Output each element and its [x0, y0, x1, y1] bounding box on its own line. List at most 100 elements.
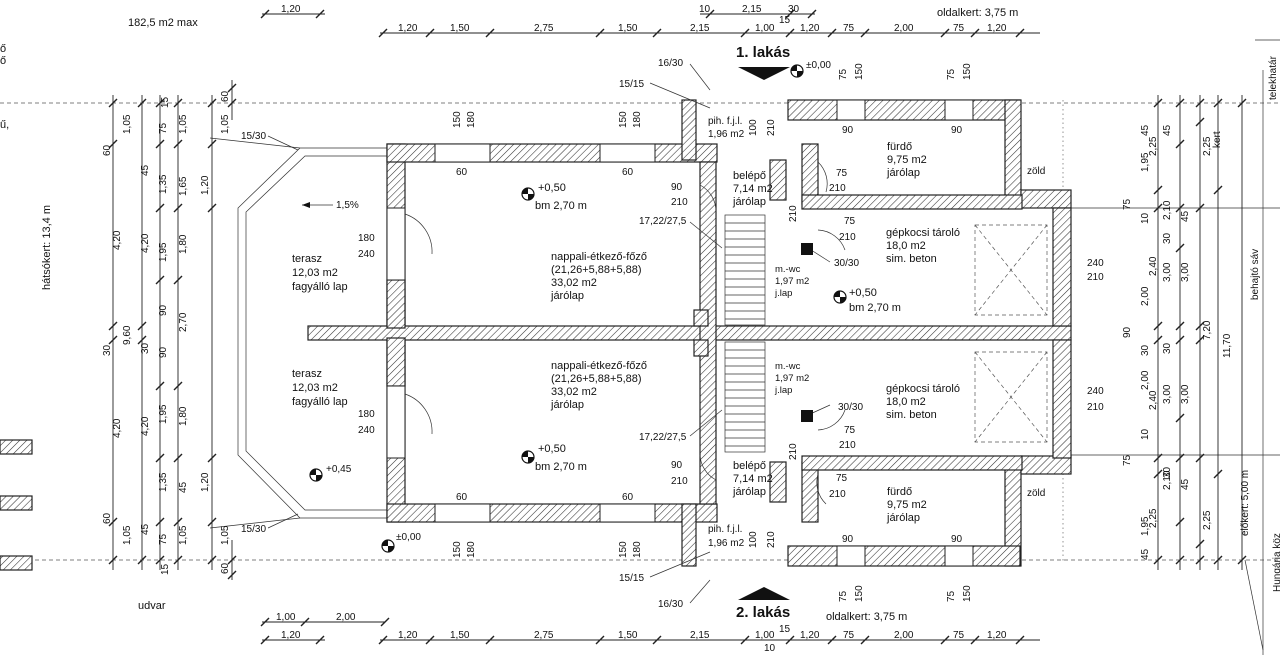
win-180-3: 180	[466, 541, 477, 558]
garage-door-240-2: 240	[1087, 386, 1104, 397]
setback-lines	[0, 39, 1280, 655]
garage-door-240-1: 240	[1087, 258, 1104, 269]
garage-2-area: 18,0 m2	[886, 396, 926, 408]
bath-2-floor: járólap	[886, 512, 920, 524]
rc-8: 2,10	[1162, 470, 1173, 490]
rf-1: 11,70	[1222, 333, 1233, 358]
window-60-4: 60	[622, 492, 634, 503]
top-extra-4: 30	[788, 4, 800, 15]
garage-in-210-2: 210	[839, 440, 856, 451]
window-60-2: 60	[622, 167, 634, 178]
bottom-dim-7: 1,20	[800, 630, 820, 641]
building-walls	[307, 99, 1072, 567]
wc-1-floor: j.lap	[774, 288, 792, 299]
level-garage: +0,50	[849, 287, 877, 299]
mark-15-30-top: 15/30	[241, 131, 266, 142]
door-swings	[404, 161, 846, 505]
wc-2-name: m.-wc	[775, 361, 801, 372]
entry-2-area: 7,14 m2	[733, 473, 773, 485]
top-dim-3: 2,75	[534, 23, 554, 34]
window-60-1: 60	[456, 167, 468, 178]
side-garden-bottom: oldalkert: 3,75 m	[826, 611, 907, 623]
rc-3: 30	[1162, 232, 1173, 244]
level-zero-top: ±0,00	[806, 60, 831, 71]
bottom-dim-10: 75	[953, 630, 965, 641]
unit-1-title: 1. lakás	[736, 44, 790, 61]
top-dim-11: 1,20	[987, 23, 1007, 34]
front-garden-label: előkert: 5,00 m	[1240, 470, 1251, 536]
rb-7: 10	[1140, 428, 1151, 440]
lc-1: 75	[158, 122, 169, 134]
garage-1-area: 18,0 m2	[886, 240, 926, 252]
mark-15-15-top: 15/15	[619, 79, 644, 90]
living-2-area: 33,02 m2	[551, 386, 597, 398]
rb-6: 2,00	[1140, 370, 1151, 390]
window-60-3: 60	[456, 492, 468, 503]
pantry-2-area: 1,96 m2	[708, 538, 745, 549]
pantry-1-name: pih. f.j.l.	[708, 116, 742, 127]
garage-in-75-2: 75	[844, 425, 856, 436]
street-label: Hungária köz	[1272, 533, 1280, 592]
bottom-extra-1: 1,00	[276, 612, 296, 623]
garage-2-floor: sim. beton	[886, 409, 937, 421]
level-1-living: +0,50	[538, 182, 566, 194]
mark-30-30-bottom: 30/30	[838, 402, 863, 413]
wc-1-area: 1,97 m2	[775, 276, 809, 287]
bottom-dimensions: 1,20 1,50 2,75 1,50 2,15 1,00 1,20 75 2,…	[276, 612, 1007, 654]
garage-1-name: gépkocsi tároló	[886, 227, 960, 239]
bottom-dim-3: 2,75	[534, 630, 554, 641]
height-1-living: bm 2,70 m	[535, 200, 587, 212]
ra-1: 2,25	[1148, 136, 1159, 156]
garage-door-210-2: 210	[1087, 402, 1104, 413]
rd-1: 3,00	[1180, 262, 1191, 282]
bath-150-bottom-1: 150	[854, 585, 865, 602]
win-150-2: 150	[618, 111, 629, 128]
living-2-floor: járólap	[550, 399, 584, 411]
bath-1-name: fürdő	[887, 141, 912, 153]
level-2-living: +0,50	[538, 443, 566, 455]
rb-5: 30	[1140, 344, 1151, 356]
rd-4: 45	[1180, 478, 1191, 490]
lo-4: 4,20	[112, 418, 123, 438]
terrace-1-area: 12,03 m2	[292, 267, 338, 279]
top-dimensions: 1,20 1,50 2,75 1,50 2,15 1,00 1,20 75 2,…	[281, 4, 1007, 34]
le-1: 1,05	[220, 114, 231, 134]
bottom-extra-4: 15	[779, 624, 791, 635]
ra-7: 2,25	[1148, 508, 1159, 528]
terrace-2-area: 12,03 m2	[292, 382, 338, 394]
bath-window-90-4: 90	[951, 534, 963, 545]
bath-window-90-2: 90	[951, 125, 963, 136]
lo-1: 1,05	[122, 114, 133, 134]
win-150-3: 150	[452, 541, 463, 558]
bath-150-top-1: 150	[854, 63, 865, 80]
top-extra-2: 10	[699, 4, 711, 15]
rc-5: 30	[1162, 342, 1173, 354]
ld-5: 1,80	[178, 406, 189, 426]
bath-150-bottom-2: 150	[962, 585, 973, 602]
right-dimensions: 2,25 75 2,40 90 2,40 75 2,25 45 1,95 10 …	[1122, 124, 1233, 560]
pantry-2-name: pih. f.j.l.	[708, 524, 742, 535]
left-120-top: 1,20	[200, 175, 211, 195]
mark-30-30-top: 30/30	[834, 258, 859, 269]
garden-label: kert	[1212, 131, 1223, 148]
entry-2-name: belépő	[733, 460, 766, 472]
rb-1: 45	[1140, 124, 1151, 136]
ra-5: 2,40	[1148, 390, 1159, 410]
bath-window-90-3: 90	[842, 534, 854, 545]
ld-3: 1,80	[178, 234, 189, 254]
slope-label: 1,5%	[336, 200, 359, 211]
terrace-2-name: terasz	[292, 368, 322, 380]
bath-door-210-2: 210	[829, 489, 846, 500]
entry-door-210-1: 210	[671, 197, 688, 208]
rb-4: 2,00	[1140, 286, 1151, 306]
level-zero-bottom: ±0,00	[396, 532, 421, 543]
back-garden-label: hátsókert: 13,4 m	[41, 205, 53, 290]
entry-door-90-2: 90	[671, 460, 683, 471]
rc-7: 30	[1162, 466, 1173, 478]
ltop-1: 15	[160, 96, 171, 108]
top-extra-5: 15	[779, 15, 791, 26]
bottom-extra-2: 2,00	[336, 612, 356, 623]
rc-1: 45	[1162, 124, 1173, 136]
ld-7: 1,05	[178, 525, 189, 545]
